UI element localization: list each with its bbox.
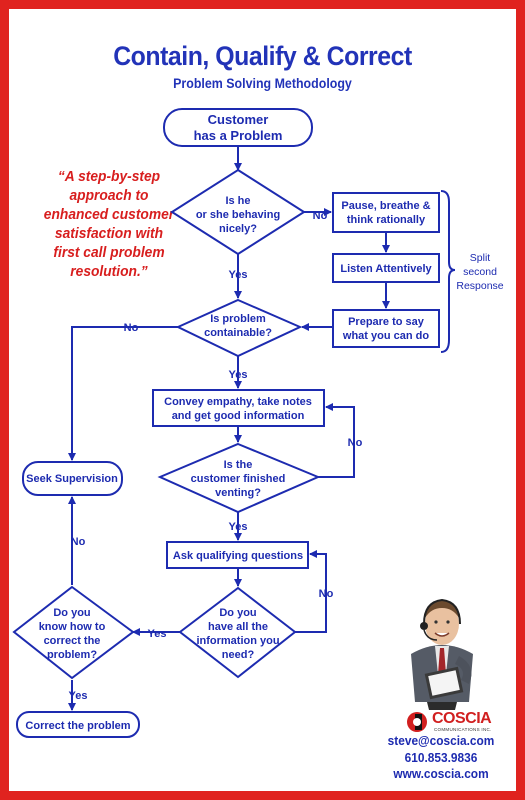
- edge-containable-seek: [68, 326, 178, 461]
- presenter-photo: [411, 598, 473, 710]
- node-label: correct the: [44, 635, 101, 647]
- node-know-how: [12, 585, 135, 680]
- split-response-bracket: [440, 190, 456, 353]
- contact-phone: 610.853.9836: [404, 751, 478, 765]
- edge-label-no: No: [124, 322, 139, 334]
- split-response-line: second: [463, 266, 497, 278]
- node-finished: [157, 442, 321, 514]
- edge-finished-convey: [318, 403, 355, 478]
- node-listen: [332, 253, 440, 283]
- coscia-logo: COSCIA COMMUNICATIONS INC.: [406, 709, 496, 735]
- node-label: Pause, breathe &: [341, 200, 430, 212]
- node-have-info: [178, 586, 297, 679]
- node-convey: [152, 389, 325, 427]
- node-pause: [332, 192, 440, 233]
- node-behaving: [170, 168, 306, 256]
- node-label: Listen Attentively: [340, 263, 432, 275]
- connector-lines: [68, 146, 390, 711]
- node-label: containable?: [204, 327, 272, 339]
- coscia-logo-icon: [407, 712, 427, 732]
- quote-line: first call problem: [53, 244, 165, 261]
- node-start: [163, 108, 313, 147]
- quote-line: enhanced customer: [43, 206, 175, 223]
- node-label: think rationally: [347, 214, 426, 226]
- edge-label-yes: Yes: [229, 369, 248, 381]
- node-label: has a Problem: [194, 128, 283, 143]
- edge-label-no: No: [348, 437, 363, 449]
- edge-label-yes: Yes: [69, 690, 88, 702]
- node-label: venting?: [215, 487, 261, 499]
- node-label: know how to: [39, 621, 106, 633]
- node-label: and get good information: [172, 410, 305, 422]
- node-label: Ask qualifying questions: [173, 550, 303, 562]
- quote-line: approach to: [69, 187, 149, 204]
- node-label: Do you: [219, 607, 256, 619]
- brand-subtitle: COMMUNICATIONS INC.: [434, 727, 492, 732]
- contact-website[interactable]: www.coscia.com: [393, 767, 489, 781]
- quote-line: “A step-by-step: [57, 168, 161, 185]
- node-label: Do you: [53, 607, 90, 619]
- node-label: Is he: [225, 195, 250, 207]
- edge-label-no: No: [319, 588, 334, 600]
- brand-name: COSCIA: [432, 710, 492, 727]
- node-label: problem?: [47, 649, 97, 661]
- quote-line: resolution.”: [70, 263, 148, 280]
- node-label: Is problem: [210, 313, 266, 325]
- node-label: what you can do: [342, 330, 429, 342]
- page-title: Contain, Qualify & Correct: [113, 41, 412, 71]
- page-subtitle: Problem Solving Methodology: [173, 76, 352, 91]
- node-label: Customer: [208, 112, 269, 127]
- node-label: or she behaving: [196, 209, 280, 221]
- node-label: customer finished: [191, 473, 286, 485]
- node-prepare: [332, 309, 440, 348]
- node-label: Correct the problem: [25, 720, 130, 732]
- node-label: Seek Supervision: [26, 473, 118, 485]
- split-response-line: Split: [470, 252, 491, 264]
- edge-haveinfo-qualifying: [295, 550, 327, 633]
- node-label: Prepare to say: [348, 316, 425, 328]
- node-label: need?: [222, 649, 255, 661]
- edge-label-no: No: [71, 536, 86, 548]
- node-label: nicely?: [219, 223, 257, 235]
- edge-label-no: No: [313, 210, 328, 222]
- node-correct: [16, 711, 140, 738]
- quote-line: satisfaction with: [54, 225, 164, 242]
- node-label: Is the: [224, 459, 253, 471]
- quote: “A step-by-step approach to enhanced cus…: [35, 167, 182, 281]
- node-label: have all the: [208, 621, 268, 633]
- edge-label-yes: Yes: [229, 269, 248, 281]
- edge-label-yes: Yes: [148, 628, 167, 640]
- node-label: information you: [196, 635, 279, 647]
- edge-label-yes: Yes: [229, 521, 248, 533]
- split-response-line: Response: [456, 280, 503, 292]
- node-label: Convey empathy, take notes: [164, 396, 312, 408]
- node-containable: [175, 298, 303, 358]
- node-qualifying: [166, 541, 309, 569]
- contact-email[interactable]: steve@coscia.com: [387, 734, 495, 748]
- node-seek: [22, 461, 123, 496]
